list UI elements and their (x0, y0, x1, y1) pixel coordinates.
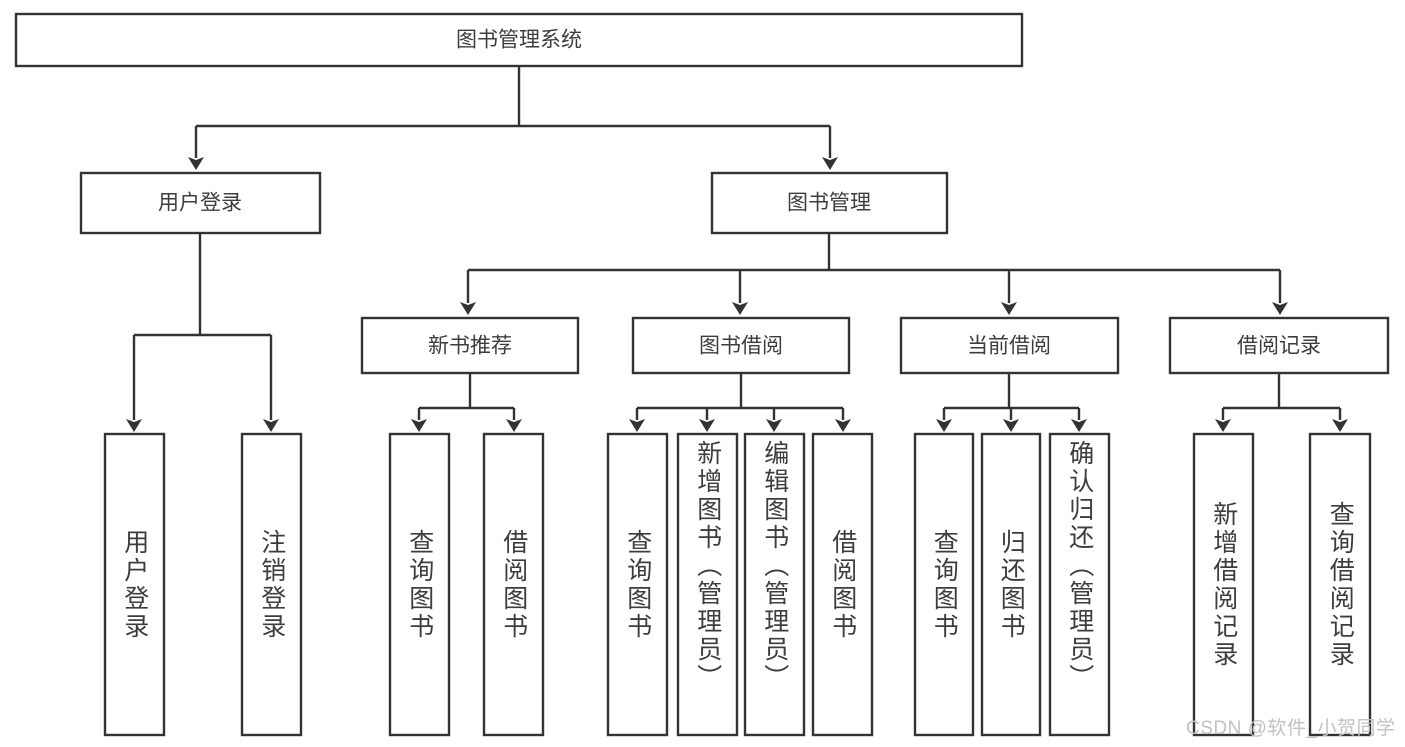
node-book-borrow-label: 图书借阅 (699, 335, 783, 358)
node-user-login[interactable]: 用户登录 (79, 171, 322, 235)
leaf-box-logout-login[interactable] (240, 432, 303, 737)
leaf-box-query-book-borrow[interactable] (606, 432, 669, 737)
node-root[interactable]: 图书管理系统 (14, 12, 1024, 68)
leaf-box-add-borrow-record[interactable] (1192, 432, 1255, 737)
node-new-book-recommend[interactable]: 新书推荐 (360, 316, 580, 375)
node-new-book-recommend-label: 新书推荐 (428, 335, 512, 358)
leaf-box-borrow-book-recommend[interactable] (482, 432, 545, 737)
leaf-box-confirm-return-admin[interactable] (1048, 432, 1111, 737)
node-root-box (14, 12, 1024, 68)
csdn-watermark: CSDN @软件_小贺同学 (1186, 718, 1396, 739)
node-borrow-record-label: 借阅记录 (1237, 335, 1321, 358)
leaf-box-user-login[interactable] (103, 432, 166, 737)
leaf-box-query-book-current[interactable] (913, 432, 975, 737)
node-book-manage-label: 图书管理 (787, 192, 871, 215)
node-book-borrow-box (631, 316, 851, 375)
node-root-label: 图书管理系统 (456, 29, 582, 52)
leaf-box-edit-book-admin[interactable] (743, 432, 806, 737)
node-user-login-label: 用户登录 (158, 192, 242, 215)
node-current-borrow[interactable]: 当前借阅 (899, 316, 1120, 375)
leaf-box-query-book-recommend[interactable] (388, 432, 451, 737)
node-book-borrow[interactable]: 图书借阅 (631, 316, 851, 375)
node-borrow-record-box (1168, 316, 1390, 375)
node-new-book-recommend-box (360, 316, 580, 375)
node-borrow-record[interactable]: 借阅记录 (1168, 316, 1390, 375)
node-book-manage[interactable]: 图书管理 (710, 171, 949, 235)
node-current-borrow-label: 当前借阅 (967, 335, 1051, 358)
node-book-manage-box (710, 171, 949, 235)
leaf-box-query-borrow-record[interactable] (1308, 432, 1372, 737)
node-current-borrow-box (899, 316, 1120, 375)
leaf-box-return-book[interactable] (980, 432, 1042, 737)
leaf-box-add-book-admin[interactable] (676, 432, 739, 737)
leaf-box-borrow-book[interactable] (811, 432, 874, 737)
